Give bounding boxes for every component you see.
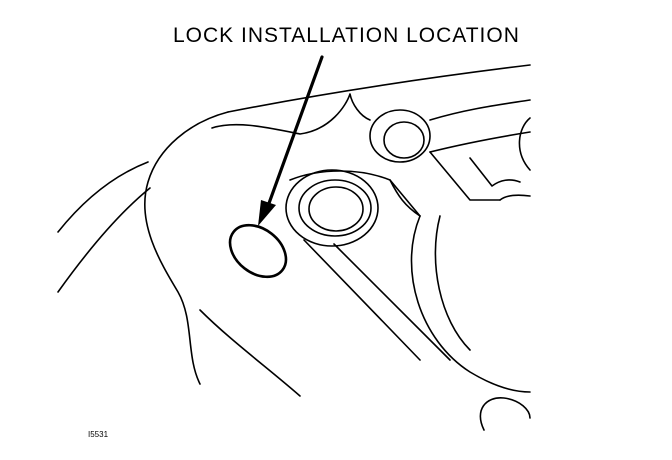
right-tab-rib-3 — [499, 194, 531, 201]
large-recess-curve — [410, 215, 531, 393]
figure-id: I5531 — [88, 430, 109, 439]
boss-shelf-lower — [389, 179, 421, 217]
bottom-left-curve — [199, 309, 301, 397]
housing-top-edge — [227, 64, 531, 113]
main-bolt-hole — [308, 186, 364, 232]
housing-left-outline — [144, 111, 229, 385]
right-tab-rib-2 — [469, 157, 521, 187]
main-bolt-boss-outer — [285, 169, 379, 247]
lower-rib — [303, 239, 421, 361]
large-recess-edge — [434, 215, 471, 351]
upper-bolt-boss — [369, 109, 431, 163]
main-bolt-boss-inner — [298, 179, 372, 237]
right-tab-lower — [429, 131, 531, 153]
callout-arrowhead — [258, 200, 276, 226]
callout-arrow-shaft — [266, 55, 324, 208]
right-corner-curve — [518, 117, 531, 171]
lock-installation-slot — [228, 223, 288, 279]
bottom-curl — [479, 397, 531, 431]
lower-rib-shadow — [333, 243, 451, 361]
housing-left-diagonal-lower — [57, 187, 151, 293]
upper-boss-outline — [211, 93, 371, 135]
right-tab-rib-1 — [429, 151, 501, 201]
housing-left-diagonal-upper — [57, 161, 149, 233]
right-tab-upper — [429, 99, 531, 121]
callout-label: LOCK INSTALLATION LOCATION — [173, 24, 520, 47]
boss-shelf-upper — [289, 170, 421, 217]
upper-bolt-hole — [383, 121, 425, 159]
